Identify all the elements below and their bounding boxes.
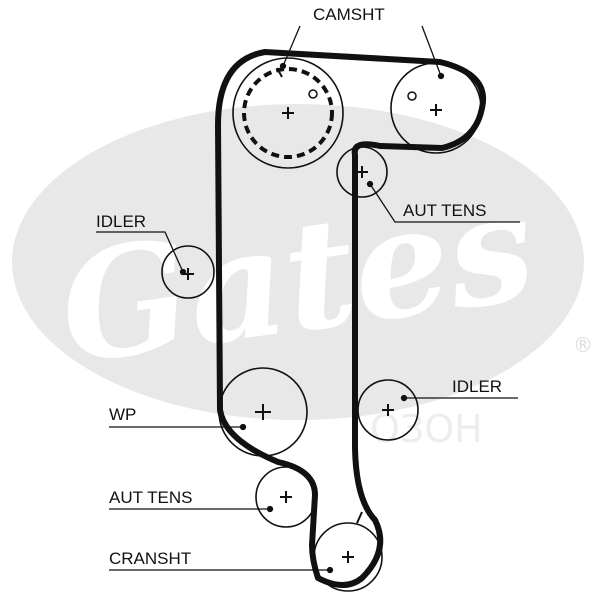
idler-right-pulley: [357, 379, 419, 441]
crankshaft-leader-dot: [326, 566, 334, 574]
camshaft-label: CAMSHT: [313, 5, 385, 24]
idler-left-leader: [96, 231, 184, 273]
aut-tens-bottom-leader-dot: [266, 505, 274, 513]
idler-right-label: IDLER: [452, 377, 502, 396]
aut-tens-top-leader-dot: [366, 180, 374, 188]
idler-left-leader-dot: [179, 268, 187, 276]
leader-lines: [96, 25, 520, 574]
timing-belt: [215, 49, 487, 588]
crankshaft-label: CRANSHT: [109, 549, 191, 568]
crankshaft-pulley: [313, 511, 383, 592]
watermark-ellipse: [12, 104, 584, 420]
aut-tens-top-label: AUT TENS: [403, 201, 486, 220]
water-pump-leader-dot: [239, 423, 247, 431]
camshaft-leader-right-dot: [437, 72, 445, 80]
camshaft-leader-left: [282, 25, 301, 67]
water-pump-label: WP: [109, 405, 136, 424]
camshaft-leader-right: [421, 25, 442, 77]
aut-tens-top-pulley: [336, 146, 388, 198]
aut-tens-top-leader: [369, 183, 520, 223]
labels: CAMSHT AUT TENS IDLER IDLER WP AUT TENS …: [96, 5, 502, 568]
camshaft-leader-left-dot: [279, 62, 287, 70]
idler-right-leader-dot: [400, 394, 408, 402]
gates-watermark: Gates ® ОЗОН: [12, 104, 593, 451]
idler-left-label: IDLER: [96, 212, 146, 231]
water-pump-pulley: [218, 367, 308, 457]
camshaft-pulley: [232, 57, 344, 169]
watermark-registered-mark: ®: [573, 333, 593, 357]
aut-tens-bottom-label: AUT TENS: [109, 488, 192, 507]
watermark-secondary-text: ОЗОН: [370, 407, 483, 451]
aut-tens-bottom-pulley: [255, 466, 317, 528]
